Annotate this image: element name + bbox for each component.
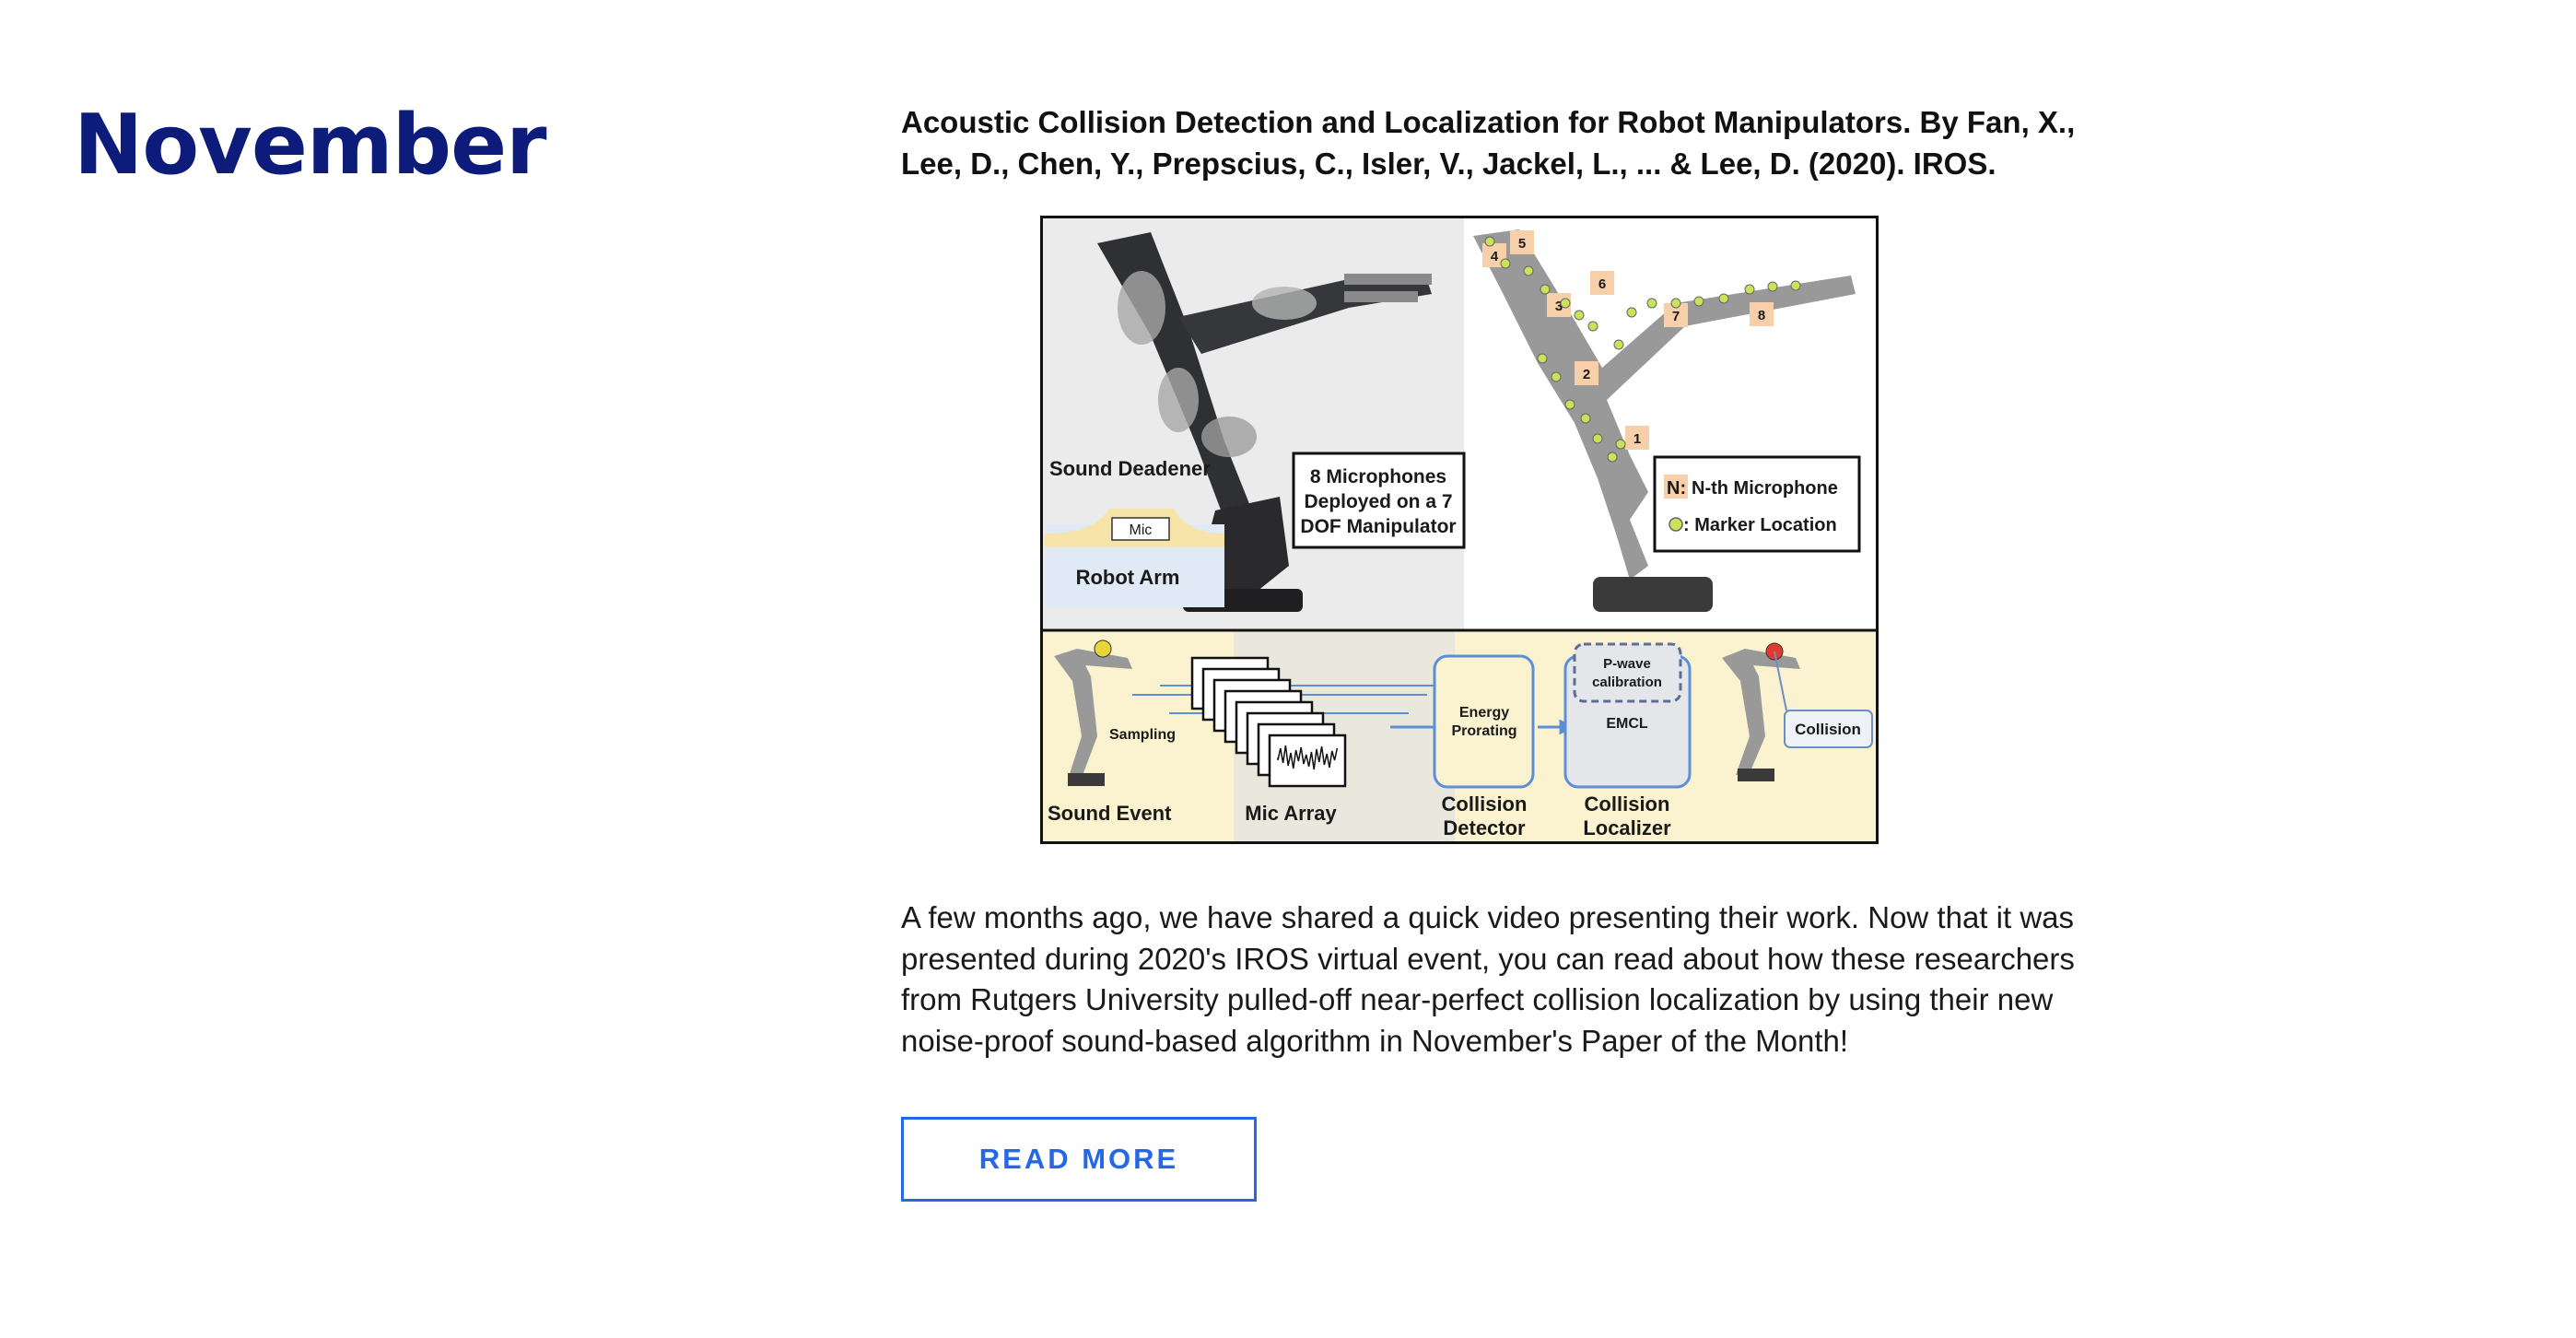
marker-point — [1484, 236, 1495, 247]
legend-n: N: — [1667, 478, 1686, 499]
collision-localizer-line-2: Localizer — [1583, 816, 1671, 839]
marker-point — [1767, 281, 1778, 292]
marker-point — [1540, 284, 1551, 295]
marker-point — [1744, 284, 1755, 295]
sampling-label: Sampling — [1109, 727, 1176, 743]
paper-figure: Sound Deadener Mic Robot Arm 8 Microphon… — [1040, 216, 1879, 844]
marker-point — [1592, 433, 1603, 444]
marker-point — [1615, 439, 1626, 450]
mic-pad-number: 5 — [1518, 236, 1526, 252]
collision-callout — [1784, 710, 1873, 748]
mic-pad — [1750, 302, 1774, 326]
microphones-callout — [1292, 452, 1466, 549]
mic-pad — [1625, 426, 1649, 450]
energy-prorating-line-2: Prorating — [1451, 723, 1516, 739]
p-wave-calibration-box — [1573, 642, 1682, 703]
collision-localizer-line-1: Collision — [1585, 792, 1670, 816]
marker-point — [1646, 298, 1657, 309]
marker-point — [1613, 339, 1624, 350]
read-more-button[interactable]: READ MORE — [901, 1117, 1257, 1202]
mic-pads: 1 2 3 4 5 6 7 8 — [1482, 230, 1774, 450]
marker-point — [1580, 413, 1591, 424]
marker-point — [1523, 265, 1534, 276]
mic-pad-number: 1 — [1633, 431, 1641, 447]
collision-label: Collision — [1795, 721, 1861, 738]
sound-event-label: Sound Event — [1048, 802, 1172, 825]
mic-pad-number: 3 — [1555, 299, 1563, 314]
waveform-trace — [1277, 745, 1339, 770]
emcl-label: EMCL — [1606, 716, 1648, 732]
sound-deadener-label: Sound Deadener — [1049, 457, 1211, 480]
marker-point — [1693, 296, 1704, 307]
robot-arm-label: Robot Arm — [1076, 566, 1180, 589]
marker-point — [1560, 298, 1571, 309]
paper-summary: A few months ago, we have shared a quick… — [901, 900, 2075, 1058]
microphones-line-2: Deployed on a 7 — [1304, 491, 1452, 512]
mic-pad-number: 2 — [1583, 367, 1590, 382]
mic-pad — [1510, 230, 1534, 254]
marker-points — [1484, 236, 1801, 463]
mic-box — [1111, 517, 1170, 541]
mic-pad — [1590, 271, 1614, 295]
collision-detector-line-1: Collision — [1442, 792, 1528, 816]
marker-point — [1574, 310, 1585, 321]
legend-nth-microphone: N-th Microphone — [1692, 478, 1838, 499]
collision-output-icon — [1722, 642, 1800, 781]
marker-point — [1670, 298, 1681, 309]
collision-detector-line-2: Detector — [1443, 816, 1526, 839]
marker-point — [1500, 258, 1511, 269]
marker-point — [1537, 353, 1548, 364]
paper-entry: Acoustic Collision Detection and Localiz… — [901, 101, 2126, 1202]
legend-box — [1653, 455, 1861, 553]
mic-pad-number: 7 — [1672, 309, 1680, 324]
marker-point — [1626, 307, 1637, 318]
mic-pad — [1575, 361, 1598, 385]
mic-pad-number: 6 — [1598, 276, 1606, 292]
marker-point — [1790, 280, 1801, 291]
figure-svg: Sound Deadener Mic Robot Arm 8 Microphon… — [1040, 216, 1879, 844]
paper-citation: Acoustic Collision Detection and Localiz… — [901, 105, 2076, 181]
legend-swatch — [1664, 475, 1688, 499]
marker-point — [1551, 371, 1562, 382]
marker-point — [1607, 452, 1618, 463]
microphones-line-1: 8 Microphones — [1310, 466, 1446, 487]
marker-point — [1587, 321, 1598, 332]
mic-pad-number: 8 — [1758, 308, 1765, 323]
energy-prorating-box — [1433, 654, 1535, 789]
mic-label: Mic — [1130, 522, 1153, 538]
mic-array-label: Mic Array — [1245, 802, 1337, 825]
marker-location-icon — [1669, 517, 1683, 532]
mic-array-waveforms — [1190, 656, 1347, 788]
sound-event-icon — [1054, 640, 1132, 786]
mic-pad-number: 4 — [1491, 249, 1499, 264]
microphones-line-3: DOF Manipulator — [1300, 516, 1456, 537]
p-wave-line-1: P-wave — [1603, 656, 1651, 672]
legend-marker-location: : Marker Location — [1683, 515, 1837, 535]
marker-point — [1718, 293, 1729, 304]
month-heading: November — [74, 97, 546, 194]
energy-prorating-line-1: Energy — [1459, 705, 1509, 721]
marker-point — [1564, 399, 1575, 410]
p-wave-line-2: calibration — [1592, 675, 1662, 690]
